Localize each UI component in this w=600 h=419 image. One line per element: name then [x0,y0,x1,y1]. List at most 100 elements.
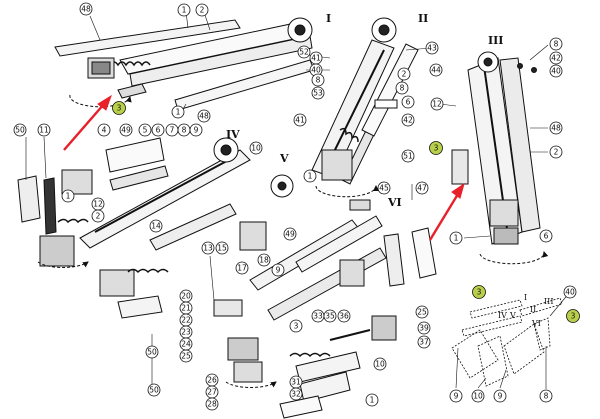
callout: 18 [257,253,271,267]
svg-text:40: 40 [565,288,575,297]
svg-text:3: 3 [477,288,482,297]
assembly-section-VI [295,199,437,383]
inset-label-I: I [524,293,527,302]
svg-text:10: 10 [251,144,261,153]
callout: 42 [401,113,415,127]
callout: 3 [289,319,303,333]
svg-text:10: 10 [473,392,483,401]
inset-label-IV: IV [498,311,507,320]
inset-schematic [451,297,563,387]
callout: 24 [179,337,193,351]
callout: 10 [471,389,485,403]
svg-text:50: 50 [15,126,25,135]
assembly-section-IV [17,137,251,319]
assembly-section-III [451,51,549,265]
callout: 1 [303,169,317,183]
red-arrow-left [63,103,105,151]
callout: 39 [417,321,431,335]
callout: 8 [395,81,409,95]
callout: 14 [149,219,163,233]
svg-text:25: 25 [417,308,427,317]
svg-text:44: 44 [431,66,441,75]
svg-text:1: 1 [454,234,459,243]
svg-text:49: 49 [121,126,131,135]
callout: 50 [13,123,27,137]
svg-text:8: 8 [316,76,321,85]
callout: 9 [449,389,463,403]
callout: 31 [289,375,303,389]
callout: 8 [539,389,553,403]
svg-text:41: 41 [295,116,305,125]
svg-text:3: 3 [571,312,576,321]
svg-text:6: 6 [406,98,411,107]
callout: 50 [145,345,159,359]
callout: 1 [61,189,75,203]
inset-label-III: III [544,297,553,306]
callout: 8 [177,123,191,137]
callout: 1 [365,393,379,407]
callout: 47 [415,181,429,195]
callout: 25 [415,305,429,319]
svg-text:3: 3 [294,322,299,331]
callout: 49 [283,227,297,241]
callout: 15 [215,241,229,255]
callout: 4 [97,123,111,137]
callout: 49 [119,123,133,137]
svg-text:37: 37 [419,338,429,347]
callout-highlight: 3 [472,285,486,299]
svg-text:48: 48 [551,124,561,133]
callout: 9 [271,263,285,277]
callout: 6 [539,229,553,243]
svg-text:50: 50 [147,348,157,357]
callout: 22 [179,313,193,327]
callout: 37 [417,335,431,349]
svg-text:1: 1 [308,172,313,181]
svg-text:2: 2 [96,212,101,221]
callout: 10 [249,141,263,155]
callout: 8 [311,73,325,87]
svg-text:1: 1 [182,6,187,15]
svg-text:14: 14 [151,222,161,231]
svg-text:2: 2 [200,6,205,15]
svg-text:5: 5 [143,126,148,135]
svg-text:1: 1 [66,192,71,201]
callout: 26 [205,373,219,387]
callout: 8 [549,37,563,51]
callout: 1 [177,3,191,17]
callout: 6 [401,95,415,109]
svg-text:7: 7 [170,126,175,135]
callout: 45 [377,181,391,195]
callout: 10 [373,357,387,371]
callout: 23 [179,325,193,339]
callout-highlight: 3 [566,309,580,323]
svg-text:51: 51 [403,152,413,161]
callout: 20 [179,289,193,303]
callout: 42 [549,51,563,65]
section-label-III: III [488,34,503,47]
svg-text:9: 9 [194,126,199,135]
svg-text:18: 18 [259,256,269,265]
svg-text:49: 49 [285,230,295,239]
callout: 11 [37,123,51,137]
svg-text:27: 27 [207,388,217,397]
svg-text:41: 41 [311,54,321,63]
section-label-V: V [279,152,289,165]
svg-text:15: 15 [217,244,227,253]
svg-text:42: 42 [403,116,413,125]
svg-text:8: 8 [554,40,559,49]
callout: 1 [171,105,185,119]
callout: 48 [549,121,563,135]
svg-text:47: 47 [417,184,427,193]
svg-text:20: 20 [181,292,191,301]
callout: 17 [235,261,249,275]
svg-text:45: 45 [379,184,389,193]
svg-text:40: 40 [311,66,321,75]
red-arrow-right [428,193,460,241]
callout: 2 [397,67,411,81]
callout: 40 [563,285,577,299]
callout: 41 [309,51,323,65]
inset-labels: I II III IV V VI [498,293,553,328]
callout: 50 [147,383,161,397]
callout: 33 [311,309,325,323]
svg-text:13: 13 [203,244,213,253]
